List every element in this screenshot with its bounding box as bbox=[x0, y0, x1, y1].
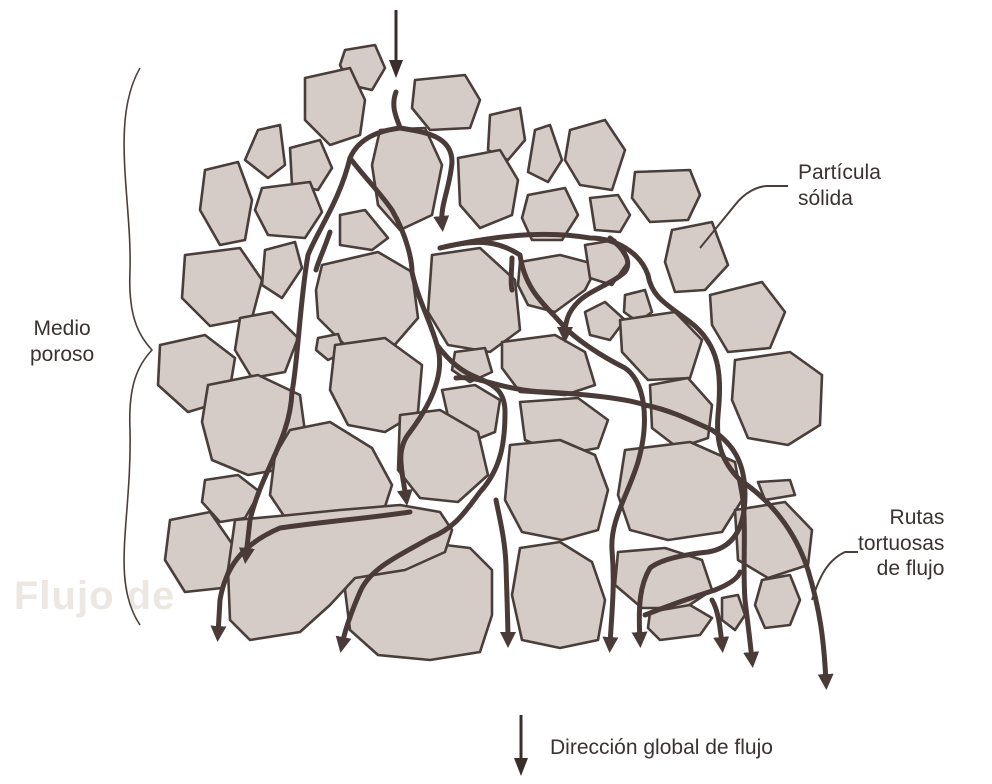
solid-particle bbox=[316, 252, 418, 348]
solid-particle bbox=[590, 195, 630, 232]
label-line: de flujo bbox=[858, 556, 944, 582]
label-line: tortuosas bbox=[858, 531, 944, 557]
solid-particle bbox=[245, 125, 285, 178]
solid-particle bbox=[650, 378, 712, 448]
label-line: sólida bbox=[798, 186, 881, 212]
label-line: Medio bbox=[30, 316, 94, 342]
solid-particle bbox=[372, 128, 442, 230]
solid-particle bbox=[505, 440, 608, 540]
solid-particle bbox=[235, 312, 298, 378]
solid-particle bbox=[512, 542, 605, 648]
label-tortuous-paths: Rutas tortuosas de flujo bbox=[858, 505, 944, 582]
flow-paths-pointer bbox=[812, 552, 858, 600]
flow-path bbox=[496, 500, 508, 640]
flow-path bbox=[712, 600, 722, 645]
solid-particle bbox=[412, 75, 480, 130]
label-line: Rutas bbox=[858, 505, 944, 531]
porous-medium-brace bbox=[124, 68, 152, 625]
solid-particle bbox=[615, 548, 712, 608]
solid-particle bbox=[732, 352, 822, 445]
solid-particle bbox=[428, 248, 520, 352]
solid-particle bbox=[458, 150, 518, 228]
solid-particle bbox=[565, 120, 625, 190]
solid-particle bbox=[632, 170, 700, 222]
inflow-arrowhead bbox=[389, 60, 403, 78]
direction-arrowhead bbox=[514, 758, 528, 776]
label-solid-particle: Partícula sólida bbox=[798, 160, 881, 211]
solid-particle bbox=[722, 595, 745, 630]
label-porous-medium: Medio poroso bbox=[30, 316, 94, 367]
solid-particle bbox=[710, 282, 785, 352]
solid-particle bbox=[255, 182, 322, 238]
flow-path bbox=[511, 258, 512, 290]
solid-particle bbox=[340, 210, 388, 250]
label-global-direction: Dirección global de flujo bbox=[550, 735, 773, 761]
solid-particle bbox=[755, 575, 800, 628]
solid-particle bbox=[182, 248, 262, 326]
solid-particle bbox=[665, 222, 728, 292]
solid-particle bbox=[305, 68, 365, 145]
solid-particle bbox=[262, 242, 302, 298]
solid-particle bbox=[528, 125, 562, 182]
label-line: Partícula bbox=[798, 160, 881, 186]
solid-particle bbox=[200, 162, 252, 245]
label-line: poroso bbox=[30, 342, 94, 368]
